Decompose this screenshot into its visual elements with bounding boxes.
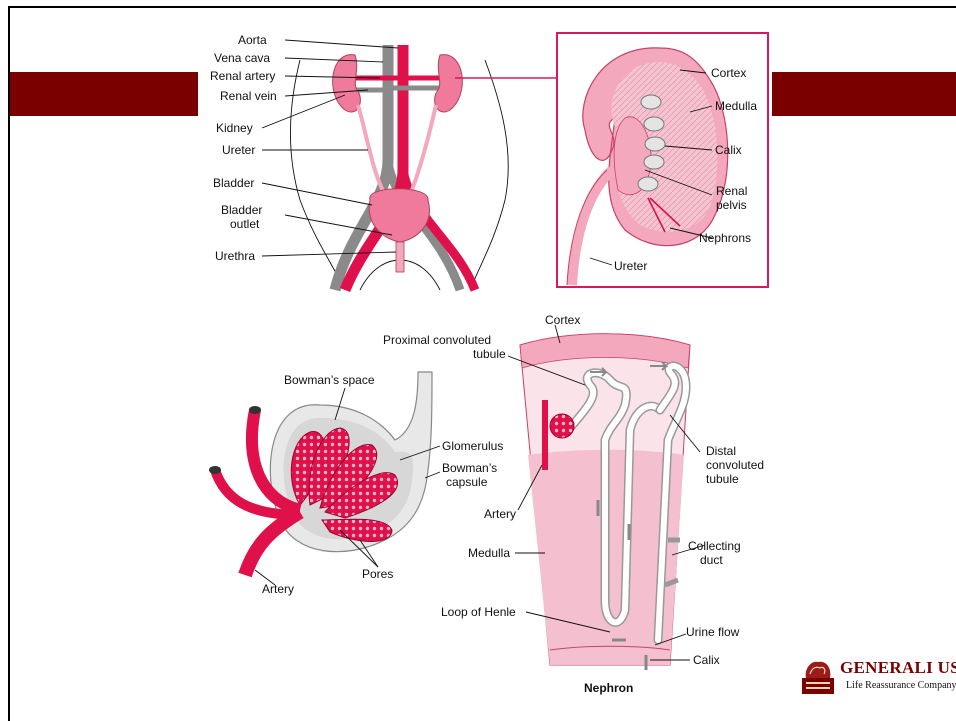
label-nephrons: Nephrons: [699, 231, 751, 245]
label-section-cortex: Cortex: [711, 66, 746, 80]
nephron-diagram: Cortex Proximal convoluted tubule Distal…: [383, 313, 764, 695]
label-nephron-medulla: Medulla: [468, 546, 510, 560]
calix-2: [644, 117, 664, 131]
label-proximal-1: Proximal convoluted: [383, 333, 491, 347]
label-ureter: Ureter: [222, 143, 255, 157]
label-collecting-2: duct: [700, 553, 723, 567]
kidney-section-diagram: Cortex Medulla Calix Renal pelvis Nephro…: [557, 33, 768, 287]
label-bladder-outlet-2: outlet: [230, 217, 260, 231]
label-aorta: Aorta: [238, 33, 267, 47]
label-distal-3: tubule: [706, 472, 739, 486]
artery-end-1: [249, 406, 261, 414]
calix-3: [645, 137, 665, 151]
label-distal-2: convoluted: [706, 458, 764, 472]
urinary-system-diagram: Aorta Vena cava Renal artery Renal vein …: [210, 33, 508, 290]
label-bowmans-space: Bowman’s space: [284, 373, 375, 387]
label-renal-pelvis-2: pelvis: [716, 198, 747, 212]
label-urine-flow: Urine flow: [686, 625, 740, 639]
label-renal-vein: Renal vein: [220, 89, 277, 103]
label-bowmans-capsule-1: Bowman’s: [442, 461, 497, 475]
calix-4: [644, 155, 664, 169]
label-distal-1: Distal: [706, 444, 736, 458]
main-artery: [245, 512, 300, 575]
calix-5: [638, 177, 658, 191]
label-nephron-cortex: Cortex: [545, 313, 580, 327]
artery-end-2: [209, 466, 221, 474]
label-urethra: Urethra: [215, 249, 255, 263]
label-bladder-outlet-1: Bladder: [221, 203, 262, 217]
label-bladder: Bladder: [213, 176, 254, 190]
nephron-title: Nephron: [584, 681, 633, 695]
label-bowmans-capsule-2: capsule: [446, 475, 488, 489]
urethra: [396, 242, 404, 272]
label-kidney: Kidney: [216, 121, 253, 135]
kidney-left: [333, 55, 361, 112]
label-pores: Pores: [362, 567, 393, 581]
body-outline-right: [470, 60, 508, 290]
label-renal-artery: Renal artery: [210, 69, 275, 83]
label-nephron-artery: Artery: [484, 507, 516, 521]
logo-name: GENERALI USA: [840, 658, 956, 678]
label-loop-of-henle: Loop of Henle: [441, 605, 516, 619]
logo-tagline: Life Reassurance Company: [846, 680, 956, 691]
calix-1: [641, 95, 661, 109]
label-proximal-2: tubule: [473, 347, 506, 361]
label-section-medulla: Medulla: [715, 99, 757, 113]
label-collecting-1: Collecting: [688, 539, 741, 553]
label-section-calix: Calix: [715, 143, 742, 157]
glomerulus-diagram: Bowman’s space Glomerulus Bowman’s capsu…: [209, 372, 503, 596]
label-glomerulus-artery: Artery: [262, 582, 294, 596]
nephron-glomerulus: [550, 414, 574, 438]
lion-emblem-icon: [800, 656, 836, 696]
label-section-ureter: Ureter: [614, 259, 647, 273]
label-vena-cava: Vena cava: [214, 51, 270, 65]
label-glomerulus: Glomerulus: [442, 439, 503, 453]
company-logo: GENERALI USA Life Reassurance Company: [800, 654, 950, 716]
ureter-right: [410, 105, 436, 195]
kidney-right: [435, 55, 463, 112]
label-renal-pelvis-1: Renal: [716, 184, 747, 198]
label-nephron-calix: Calix: [693, 653, 720, 667]
